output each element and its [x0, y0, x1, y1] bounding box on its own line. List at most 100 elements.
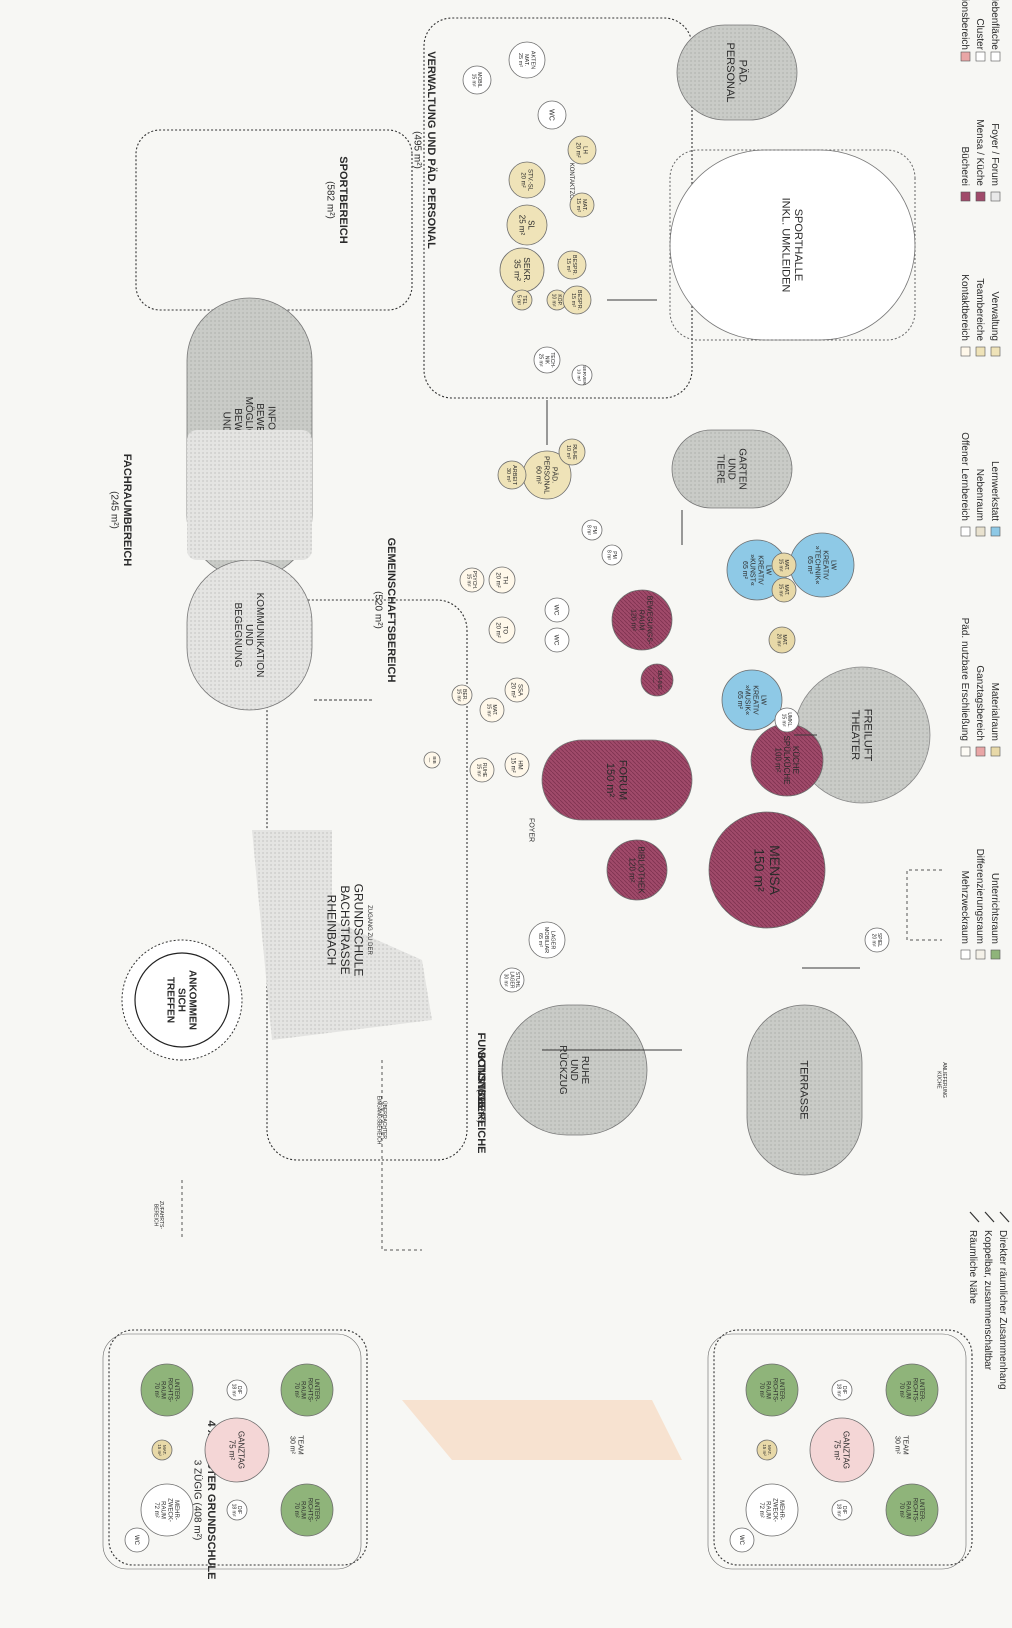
cluster-1-ur-1-label: UNTER- [778, 1379, 784, 1402]
zone-title-cluster-2: 3 ZÜGIG (408 m²) [192, 1460, 204, 1541]
pm-1-shape [581, 519, 603, 541]
legend-swatch-4 [975, 746, 986, 757]
bibliothek-shape [606, 839, 668, 901]
cluster-2-ur-1-label: RICHTS- [166, 1378, 172, 1402]
zone-title-sport: SPORTBEREICH [337, 156, 349, 243]
to-label: TO [501, 626, 507, 635]
mobil-label: 15 m² [470, 74, 476, 87]
lw-kunst-label: 65 m² [741, 561, 748, 580]
stv-label: STV.-SL [526, 169, 532, 192]
sporthalle-dash [669, 149, 916, 341]
mat-lw-c-shape [768, 626, 796, 654]
garten-label: UND [726, 458, 737, 480]
pm-1-label: PM [591, 526, 597, 534]
terrasse-label: TERRASSE [798, 1060, 810, 1119]
cluster-1-mz-label: MEHR- [778, 1500, 784, 1520]
zone-title-sonstige-1: SONSTIGE [475, 1052, 487, 1109]
anlieferung-label: ANLIEFERUNG [941, 1062, 947, 1098]
foyer-label: FOYER [528, 818, 535, 842]
cluster-2-ur-2-shape [280, 1363, 334, 1417]
zone-area-gemeinschaft: (520 m²) [373, 591, 384, 629]
legend-swatch-15 [990, 51, 1001, 62]
cluster-2-dif-1-label: 18 m² [230, 1384, 236, 1397]
cluster-2-ur-2-label: UNTER- [313, 1379, 319, 1402]
cluster-1-wc-label: WC [738, 1535, 744, 1546]
lw-kunst-label: KREATIV [756, 555, 763, 585]
legend-swatch-10 [975, 346, 986, 357]
legend-swatch-1 [975, 949, 986, 960]
zufahrt-label: BEREICH [152, 1204, 158, 1227]
legend-label-14: Bücherei [959, 147, 970, 186]
paed-personal-top-label: PERSONAL [724, 43, 736, 103]
cluster-2-ur-3-label: UNTER- [313, 1499, 319, 1522]
lh-label: 20 m² [575, 142, 581, 157]
cluster-2-dif-2-shape [226, 1499, 248, 1521]
legend-label-1: Differenzierungsraum [974, 849, 985, 944]
kop-label: 10 m² [550, 294, 556, 307]
legend-swatch-16 [975, 51, 986, 62]
lw-tech-label: LW [829, 560, 836, 570]
besp-b-label: 15 m² [570, 293, 576, 307]
cluster-2-dif-1-shape [226, 1379, 248, 1401]
cluster-2-ganztag-shape [204, 1417, 270, 1483]
ueberdacht-label: EINGANGSBEREICH [375, 1096, 381, 1145]
bewegung-label: 120 m² [630, 609, 637, 631]
cluster-2-mz-shape [140, 1483, 194, 1537]
zugang-label: RHEINBACH [325, 895, 339, 966]
legend-label-20: Räumliche Nähe [967, 1230, 978, 1304]
besp-a-label: 15 m² [565, 258, 571, 272]
paed-personal-top-label: PÄD. [736, 60, 748, 86]
terrasse-shape [746, 1004, 863, 1176]
arbeit-label: ARBEIT [511, 465, 517, 486]
forum-label: FORUM [616, 760, 628, 800]
cluster-1-ur-2-label: UNTER- [918, 1379, 924, 1402]
cluster-1-ur-2-shape [885, 1363, 939, 1417]
legend-label-5: Päd. nutzbare Erschließung [959, 618, 970, 741]
sl-shape [506, 204, 548, 246]
legend-swatch-0 [990, 949, 1001, 960]
cluster-1-ur-1-shape [745, 1363, 799, 1417]
cluster-2-ur-3-label: RAUM [300, 1501, 306, 1519]
th-label: 20 m² [495, 572, 501, 587]
legend-label-19: Koppelbar, zusammenschaltbar [982, 1230, 993, 1371]
ruhe-s-shape [558, 438, 586, 466]
lw-kunst-label: LW [764, 565, 771, 575]
cluster-1-ur-2-label: RICHTS- [911, 1378, 917, 1402]
zugang-label: ZUGANG ZU DER [366, 905, 372, 955]
anlieferung-arrow [906, 869, 942, 941]
cluster-2-ganztag-label: GANZTAG [237, 1431, 246, 1469]
besp-a-label: BESPR. [571, 255, 577, 276]
legend-label-13: Mensa / Küche [974, 119, 985, 186]
sporthalle-label: INKL. UMKLEIDEN [779, 198, 791, 293]
ankommen-shape [134, 952, 230, 1048]
ruhe-rueckzug-shape [501, 1004, 648, 1136]
mobil-shape [462, 65, 492, 95]
cluster-2-ur-1-label: UNTER- [173, 1379, 179, 1402]
mat-lw-a-label: MAT. [783, 559, 789, 570]
cluster-1-team-label: 30 m² [894, 1436, 901, 1455]
legend-line-20 [969, 1211, 980, 1223]
pm-1-label: 8 m² [585, 525, 591, 535]
arbeit-shape [497, 460, 527, 490]
kommunikation-label: BEGEGNUNG [232, 602, 243, 667]
ruhe-s-label: RUHE [571, 444, 577, 460]
mat-lw-c-label: MAT. [781, 634, 787, 645]
server-shape [571, 364, 593, 386]
mobil-label: MOBIL [476, 72, 482, 88]
bewegung-label: BEWEGUNGS- [645, 596, 652, 645]
legend-swatch-11 [960, 346, 971, 357]
lw-tech-label: 65 m² [806, 556, 813, 575]
mensa-label: MENSA [767, 845, 783, 895]
cluster-1-ur-1-label: RICHTS- [771, 1378, 777, 1402]
cluster-2-outline [108, 1329, 368, 1566]
mat-verw-label: MAT. [581, 199, 587, 212]
cluster-2-ur-3-shape [280, 1483, 334, 1537]
freiluft-label: FREILUFT [861, 709, 873, 762]
tel-label: TEL [521, 295, 527, 304]
cluster-2-ur-3-label: RICHTS- [306, 1498, 312, 1522]
lw-kunst-label: »KUNST« [749, 554, 756, 586]
cluster-2-dif-2-label: DIF [236, 1506, 242, 1514]
stuhllager-label: LAGER [508, 972, 514, 989]
cluster-1-ur-3-label: 70 m² [898, 1502, 904, 1517]
zone-title-verwaltung: VERWALTUNG UND PÄD. PERSONAL [425, 51, 438, 249]
